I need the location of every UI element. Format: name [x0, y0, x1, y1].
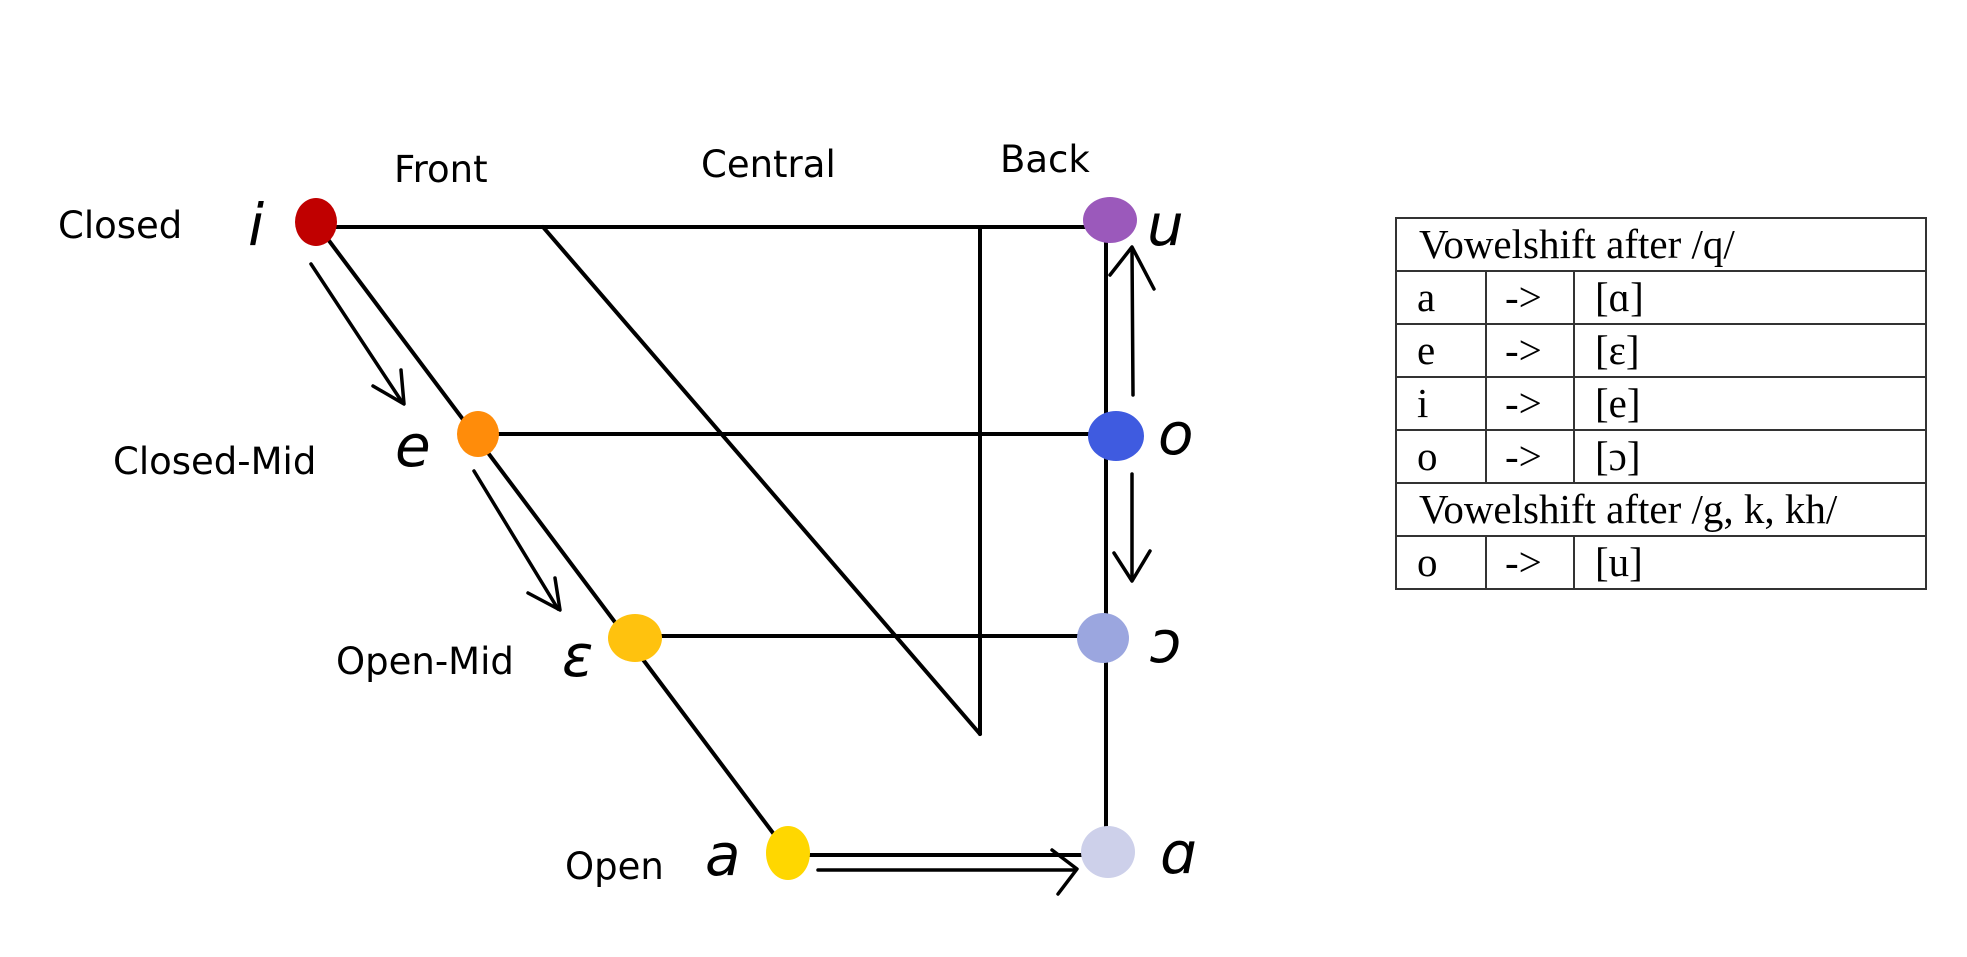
column-label-front: Front — [394, 148, 488, 191]
arrow-cell: -> — [1485, 323, 1575, 378]
arrow-i-to-e — [309, 262, 406, 406]
arrow-a-to-alpha — [816, 848, 1079, 896]
column-label-back: Back — [1000, 138, 1090, 181]
table-row: o -> [u] — [1395, 535, 1927, 590]
vowel-symbol-a: a — [705, 821, 741, 889]
row-label-open: Open — [565, 845, 664, 888]
table-row: o -> [ɔ] — [1395, 429, 1927, 484]
vowel-symbol-u: u — [1147, 191, 1184, 259]
to-cell: [e] — [1573, 376, 1927, 431]
vowel-dot-e — [457, 411, 499, 457]
row-label-closed-mid: Closed-Mid — [113, 440, 316, 483]
table-section-header: Vowelshift after /q/ — [1395, 217, 1927, 272]
arrow-cell: -> — [1485, 376, 1575, 431]
section-title-q: Vowelshift after /q/ — [1395, 217, 1927, 272]
vowel-symbol-alpha: ɑ — [1160, 819, 1197, 887]
table-section-header: Vowelshift after /g, k, kh/ — [1395, 482, 1927, 537]
arrow-cell: -> — [1485, 270, 1575, 325]
vowel-dot-o — [1088, 411, 1144, 461]
vowel-symbol-open-o: ɔ — [1150, 608, 1182, 676]
vowel-symbol-i: i — [248, 191, 264, 259]
from-cell: o — [1395, 535, 1487, 590]
to-cell: [ɛ] — [1573, 323, 1927, 378]
vowel-dot-alpha — [1081, 826, 1135, 878]
vowel-symbol-o: o — [1158, 400, 1194, 468]
from-cell: i — [1395, 376, 1487, 431]
arrow-e-to-epsilon — [472, 469, 562, 612]
arrow-o-to-open-o — [1112, 472, 1152, 583]
table-row: i -> [e] — [1395, 376, 1927, 431]
vowel-symbol-epsilon: ɛ — [562, 622, 594, 690]
arrow-cell: -> — [1485, 535, 1575, 590]
table-row: e -> [ɛ] — [1395, 323, 1927, 378]
front-diagonal-line — [313, 220, 790, 855]
central-diagonal-line — [541, 225, 982, 736]
from-cell: o — [1395, 429, 1487, 484]
section-title-gkkh: Vowelshift after /g, k, kh/ — [1395, 482, 1927, 537]
arrow-cell: -> — [1485, 429, 1575, 484]
vowel-dot-a — [766, 826, 810, 880]
from-cell: e — [1395, 323, 1487, 378]
table-row: a -> [ɑ] — [1395, 270, 1927, 325]
arrow-o-to-u — [1108, 245, 1156, 397]
vowel-dot-i — [295, 198, 337, 246]
to-cell: [ɔ] — [1573, 429, 1927, 484]
vowel-dot-u — [1083, 197, 1137, 243]
column-label-central: Central — [701, 143, 836, 186]
vowel-dot-epsilon — [608, 614, 662, 662]
to-cell: [ɑ] — [1573, 270, 1927, 325]
from-cell: a — [1395, 270, 1487, 325]
vowel-dot-open-o — [1077, 613, 1129, 663]
vowel-symbol-e: e — [395, 412, 431, 480]
row-label-open-mid: Open-Mid — [336, 640, 514, 683]
vowel-shift-table: Vowelshift after /q/ a -> [ɑ] e -> [ɛ] i… — [1395, 217, 1927, 590]
row-label-closed: Closed — [58, 204, 182, 247]
to-cell: [u] — [1573, 535, 1927, 590]
